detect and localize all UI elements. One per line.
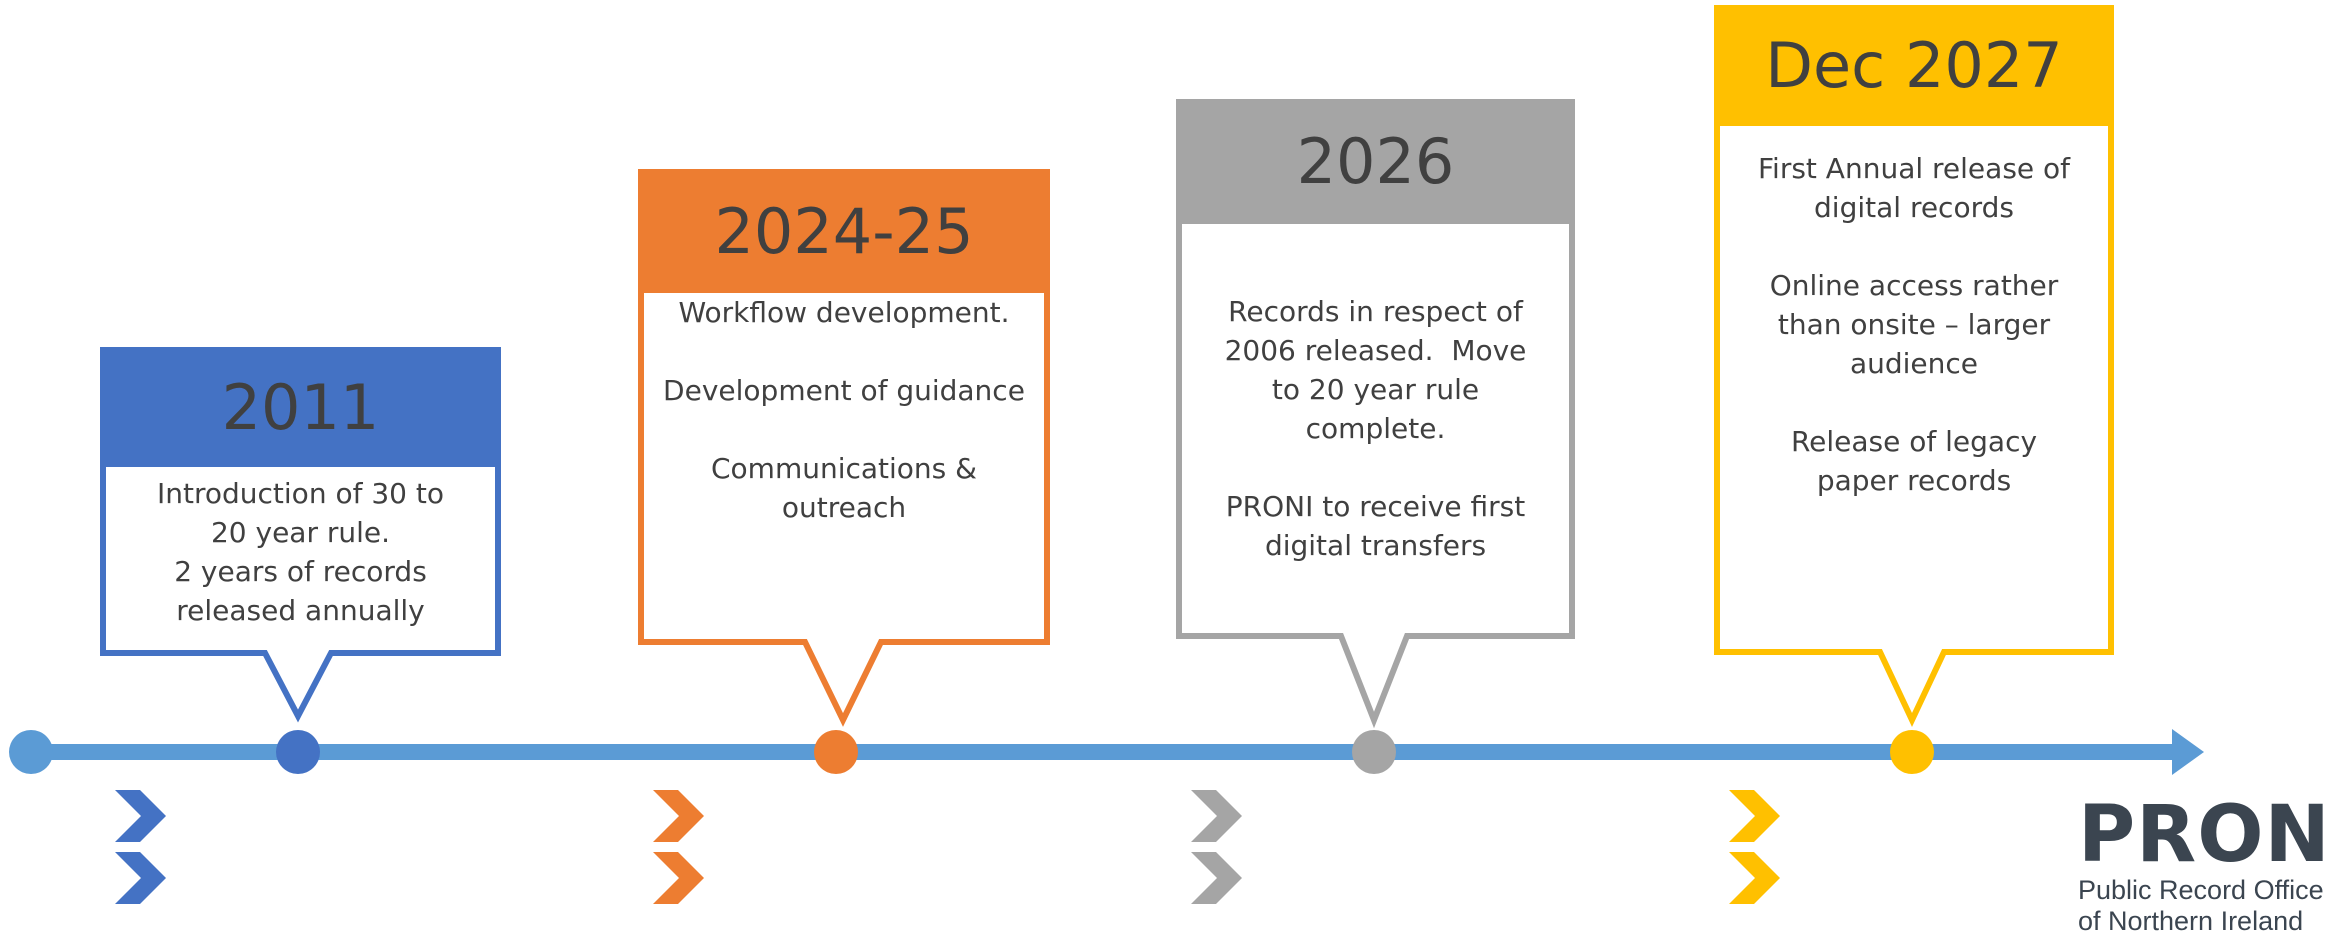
desc-line: Communications & [710,452,977,485]
milestone-description: Workflow development. Development of gui… [638,293,1050,527]
milestone-card-2024-25: 2024-25 Workflow development. Developmen… [638,169,1050,639]
desc-line: PRONI to receive first [1225,490,1526,523]
logo-subtitle-line2: of Northern Ireland [2078,906,2304,936]
milestone-dot-2024-25 [814,730,858,774]
milestone-card-dec-2027: Dec 2027 First Annual release of digital… [1714,5,2114,645]
desc-line: 20 year rule. [210,516,391,549]
milestone-year: 2011 [221,370,380,444]
milestone-description: First Annual release of digital records … [1714,149,2114,500]
desc-line: Records in respect of [1228,295,1523,328]
timeline-arrowhead [2172,729,2204,775]
desc-line: First Annual release of [1757,152,2071,185]
desc-line: 2 years of records [174,555,427,588]
chevron-icon-gold [1729,790,1780,904]
chevron-icon-blue [115,790,166,904]
desc-line: digital records [1814,191,2014,224]
desc-line: 2006 released. Move [1224,334,1527,367]
desc-line: Introduction of 30 to [157,477,444,510]
milestone-card-2011: 2011 Introduction of 30 to 20 year rule.… [100,347,501,647]
milestone-dot-2011 [276,730,320,774]
header-bar-2024-25 [638,169,1050,293]
milestone-description: Introduction of 30 to 20 year rule. 2 ye… [100,474,501,630]
desc-line: Online access rather [1769,269,2059,302]
timeline-start-dot [9,730,53,774]
desc-line: Workflow development. [678,296,1010,329]
timeline-line [30,744,2180,760]
milestone-description: Records in respect of 2006 released. Mov… [1176,292,1575,565]
desc-line: released annually [176,594,425,627]
chevron-icon-orange [653,790,704,904]
header-bar-2026 [1176,99,1575,224]
milestone-dot-2026 [1352,730,1396,774]
desc-line: than onsite – larger [1777,308,2051,341]
milestone-dot-dec-2027 [1890,730,1934,774]
desc-line: outreach [781,491,907,524]
proni-logo: PRONI Public Record Office of Northern I… [2078,795,2331,937]
milestone-year: Dec 2027 [1765,29,2063,102]
milestone-year: 2026 [1296,125,1455,198]
milestone-year: 2024-25 [714,194,974,268]
header-bar-2011 [100,347,501,467]
header-bar-dec-2027 [1714,5,2114,126]
logo-subtitle-line1: Public Record Office [2078,875,2324,905]
desc-line: to 20 year rule [1271,373,1480,406]
desc-line: digital transfers [1264,529,1487,562]
chevron-icon-gray [1191,790,1242,904]
desc-line: Release of legacy [1790,425,2038,458]
desc-line: paper records [1816,464,2012,497]
desc-line: audience [1849,347,1979,380]
desc-line: complete. [1305,412,1446,445]
logo-wordmark: PRONI [2078,790,2331,880]
desc-line: Development of guidance [663,374,1025,407]
milestone-card-2026: 2026 Records in respect of 2006 released… [1176,99,1575,629]
